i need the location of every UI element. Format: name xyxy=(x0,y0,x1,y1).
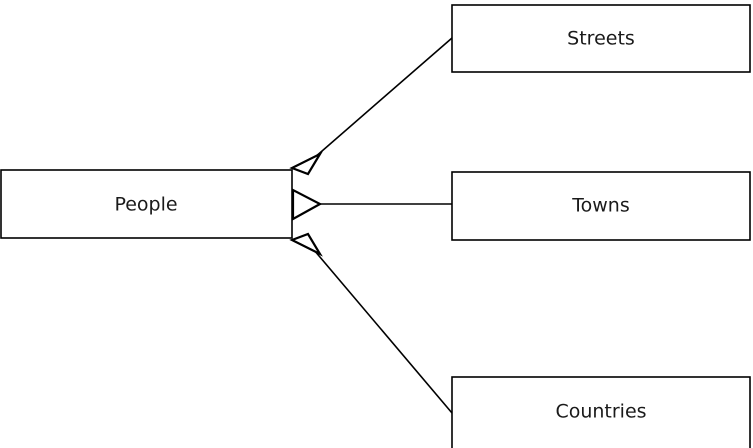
entity-streets-box[interactable] xyxy=(451,4,751,73)
entity-streets[interactable]: Streets xyxy=(451,4,751,73)
entity-towns-label: Towns xyxy=(571,195,629,217)
arrowhead-triangle-people-streets[interactable] xyxy=(289,151,323,176)
entity-countries[interactable]: Countries xyxy=(451,376,751,448)
entity-people-label: People xyxy=(114,194,177,216)
entity-countries-box[interactable] xyxy=(451,376,751,448)
association-line-people-streets[interactable] xyxy=(313,37,453,159)
entity-towns-box[interactable] xyxy=(451,171,751,241)
association-lines xyxy=(313,37,453,414)
entity-streets-label: Streets xyxy=(567,28,635,50)
entity-people[interactable]: People xyxy=(0,169,293,239)
entity-countries-label: Countries xyxy=(555,401,646,423)
entity-towns[interactable]: Towns xyxy=(451,171,751,241)
association-arrowheads xyxy=(289,151,323,257)
arrowhead-triangle-people-countries[interactable] xyxy=(289,232,323,257)
association-line-people-countries[interactable] xyxy=(313,249,453,414)
arrowhead-triangle-people-towns[interactable] xyxy=(291,188,323,221)
